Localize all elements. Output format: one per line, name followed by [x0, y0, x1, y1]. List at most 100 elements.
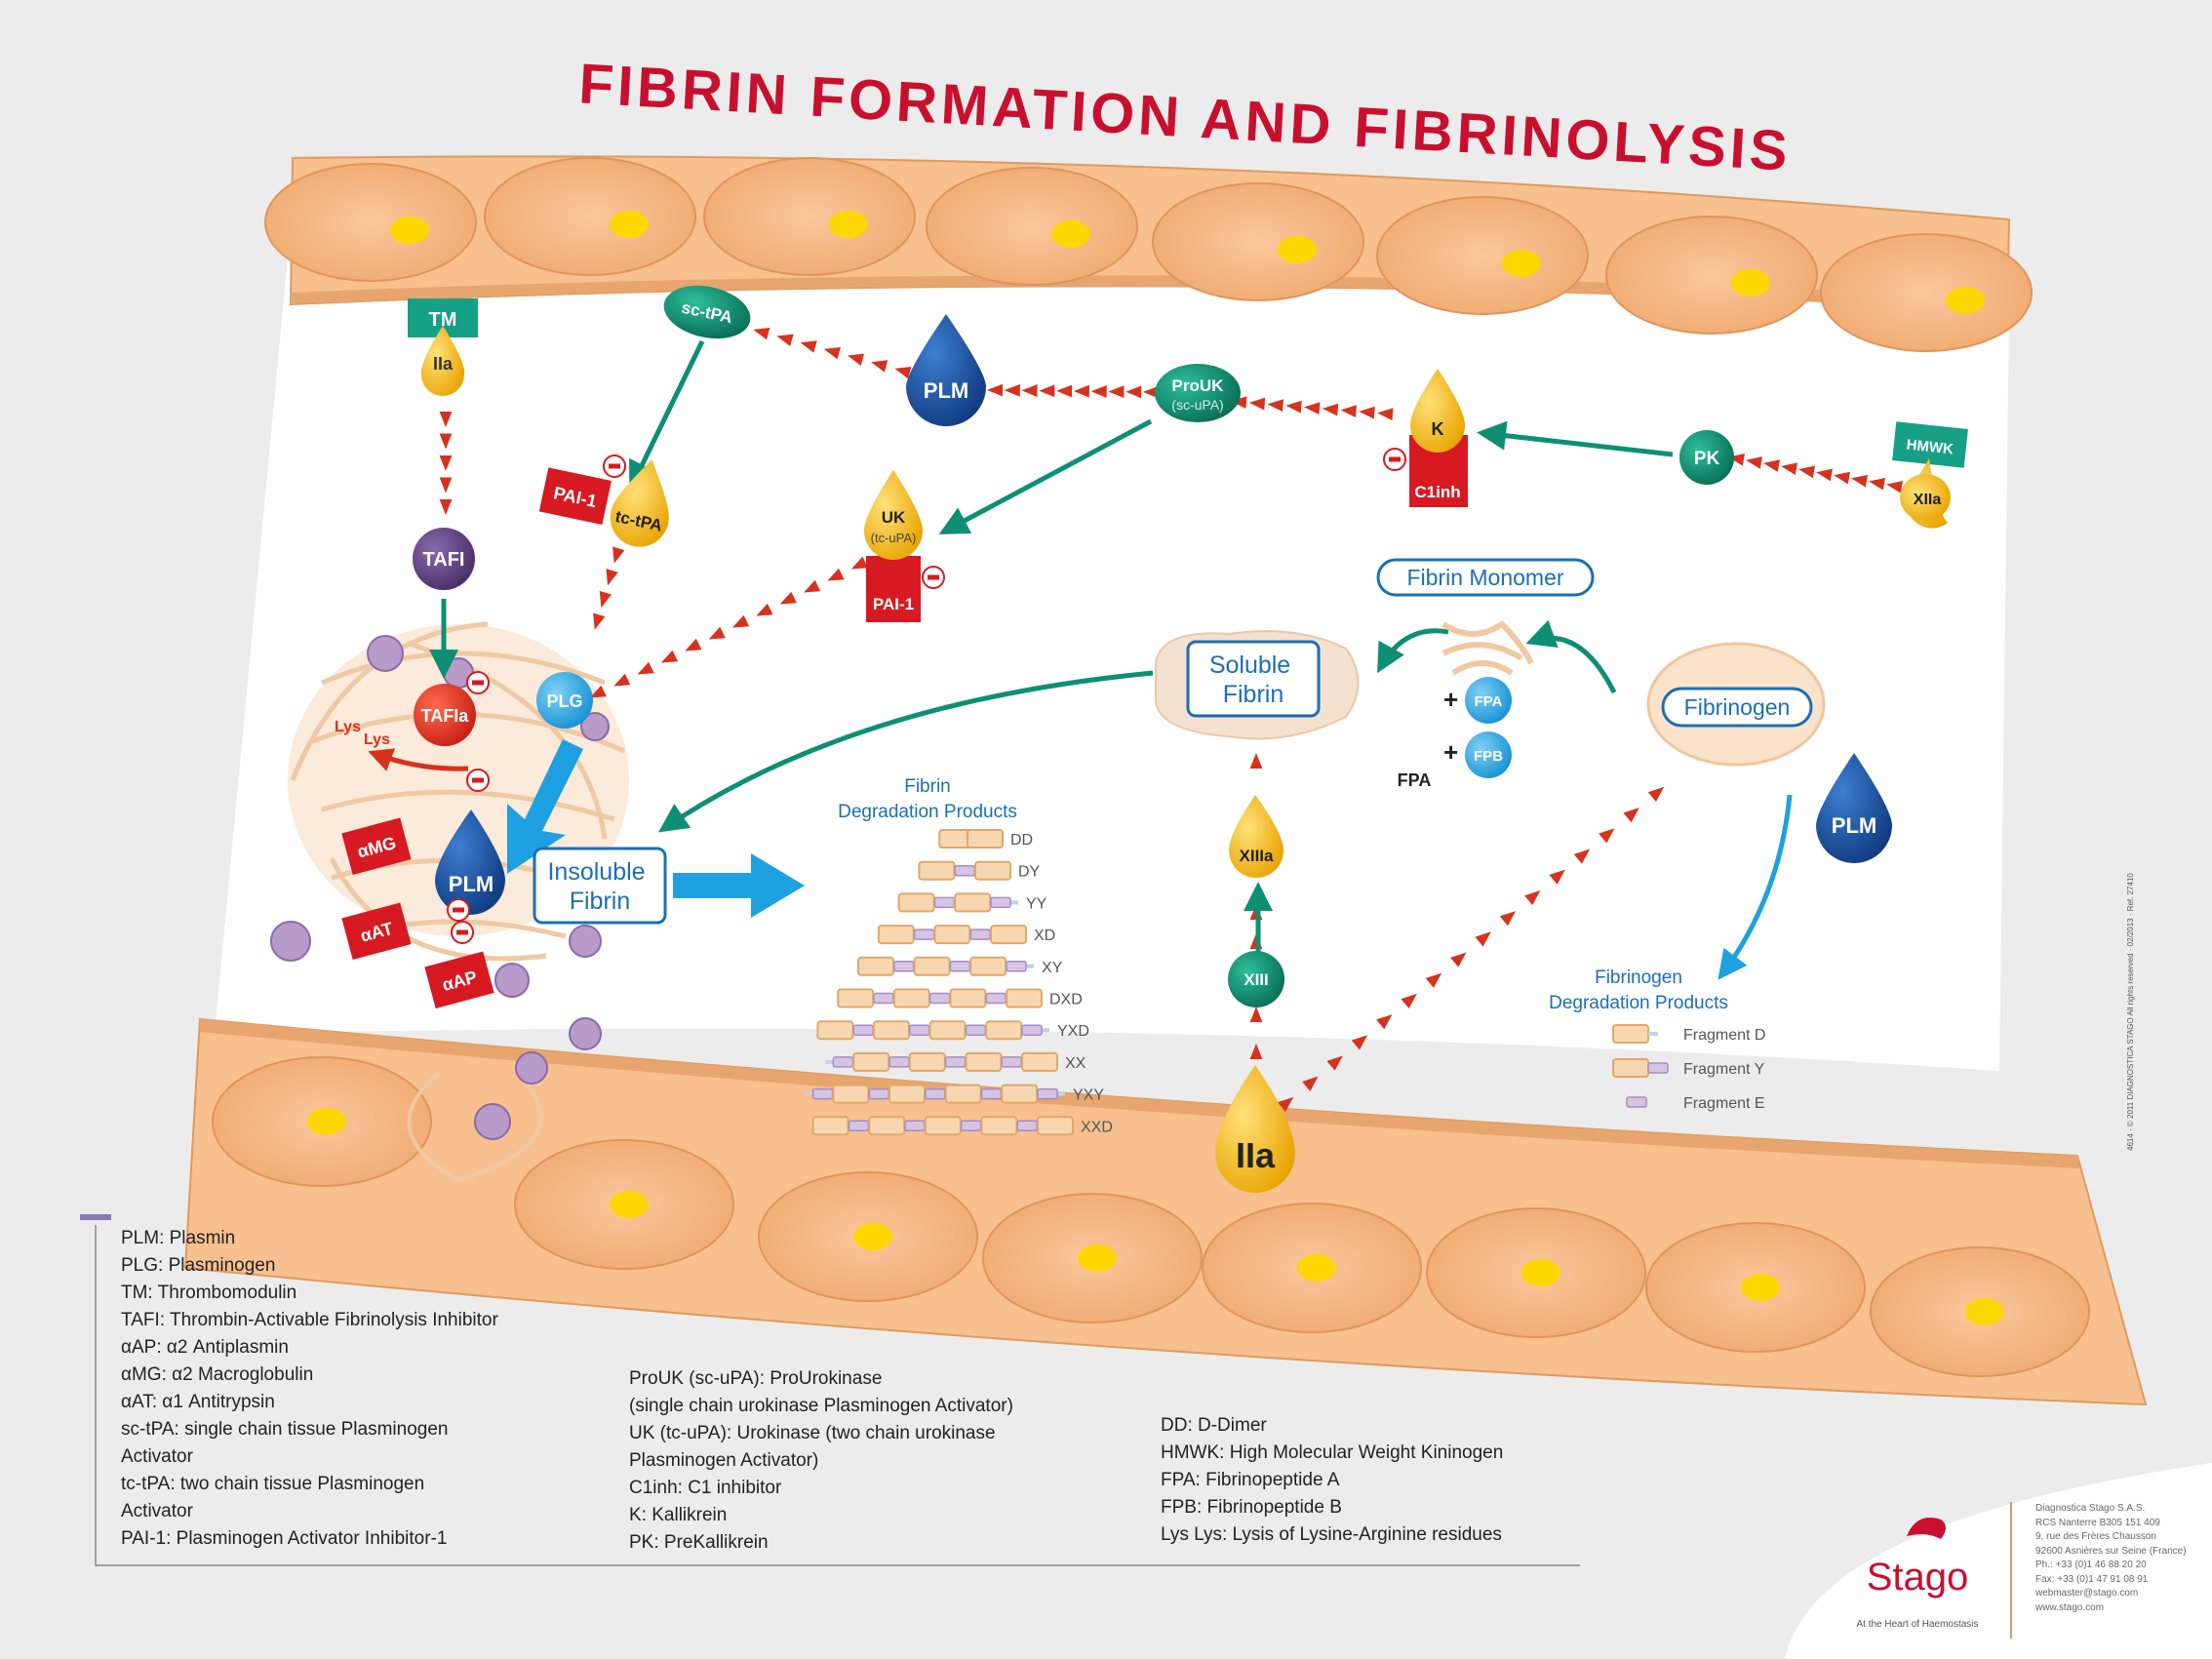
fibrinogen-box[interactable]: [1661, 687, 1813, 728]
footer-curve: [1785, 1463, 2212, 1659]
activation-arrowhead: [439, 412, 453, 427]
prouk-node[interactable]: [1155, 364, 1241, 422]
uk-drop[interactable]: [864, 470, 923, 560]
activation-arrowhead: [439, 455, 453, 471]
fibrin-monomer-box[interactable]: [1376, 558, 1595, 597]
tc-tpa-drop[interactable]: [605, 454, 681, 552]
fdp-label: YY: [1026, 895, 1047, 912]
sc-tpa-node[interactable]: [659, 278, 756, 346]
fdp-row: YY: [897, 892, 1047, 913]
activation-arrowhead: [823, 346, 841, 360]
soluble-fibrin-box[interactable]: [1186, 640, 1321, 718]
nucleus: [1731, 269, 1770, 296]
xiiia-drop[interactable]: [1229, 795, 1284, 878]
activation-arrowhead: [1425, 972, 1442, 988]
endothelial-cell: [758, 1171, 978, 1302]
nucleus: [1278, 236, 1317, 263]
aat-box[interactable]: [341, 902, 412, 961]
pai1-left-box[interactable]: [538, 467, 612, 526]
activation-arrowhead: [439, 499, 453, 515]
iia-top-label: IIa: [433, 354, 454, 374]
fdp-row: YXY: [805, 1084, 1104, 1104]
pk-node[interactable]: [1679, 430, 1734, 485]
hmwk-box[interactable]: [1892, 421, 1968, 468]
fdp-label: DY: [1018, 864, 1041, 881]
activation-arrows: [439, 327, 1903, 1113]
vessel-wall-bottom-shading: [200, 1019, 2079, 1168]
iia-bottom-drop[interactable]: [1215, 1065, 1295, 1193]
legend-entry: C1inh: C1 inhibitor: [629, 1478, 782, 1498]
activation-arrowhead: [827, 568, 845, 581]
fpa-node[interactable]: [1465, 677, 1512, 724]
activation-arrowhead: [589, 685, 608, 698]
company-info-line: 92600 Asnières sur Seine (France): [2035, 1545, 2187, 1557]
endothelial-cell: [212, 1056, 432, 1187]
activation-arrowhead: [1573, 849, 1591, 864]
activation-arrowhead: [1231, 396, 1247, 410]
endothelial-cell: [1605, 216, 1818, 335]
legend-entry: FPB: Fibrinopeptide B: [1161, 1497, 1342, 1518]
endothelial-cell: [982, 1193, 1203, 1323]
fgdp-row: Fragment D: [1612, 1024, 1765, 1044]
activation-arrowhead: [1302, 1076, 1319, 1091]
activation-arrowhead: [987, 383, 1004, 397]
bottom-endothelial-cells: [212, 1056, 2090, 1377]
company-info-line: www.stago.com: [2035, 1601, 2105, 1613]
insoluble-fibrin-line-1: Insoluble: [547, 858, 645, 886]
activation-arrowhead: [753, 327, 770, 340]
activation-arrowhead: [1056, 384, 1073, 398]
legend-entry: HMWK: High Molecular Weight Kininogen: [1161, 1442, 1504, 1463]
plg-node[interactable]: [536, 672, 593, 729]
activation-arrowhead: [804, 579, 821, 593]
plus-fpa: +: [1443, 685, 1458, 714]
activation-arrowhead: [613, 673, 631, 687]
activation-arrowhead: [1376, 1014, 1393, 1030]
fdp-row: XX: [825, 1051, 1086, 1072]
plm-clot-drop[interactable]: [435, 810, 505, 915]
plm-right-drop[interactable]: [1816, 753, 1892, 863]
insoluble-fibrin-label: Insoluble Fibrin: [547, 858, 652, 915]
nucleus: [1297, 1254, 1336, 1282]
fdp-row: DXD: [837, 988, 1083, 1008]
activation-arrowhead: [894, 366, 912, 379]
plm-top-drop[interactable]: [906, 314, 986, 426]
fdp-row: XXD: [811, 1116, 1113, 1136]
inhibition-badges: [447, 448, 1406, 944]
legend-entry: TAFI: Thrombin-Activable Fibrinolysis In…: [121, 1310, 498, 1330]
activation-arrowhead: [1326, 1055, 1343, 1071]
fgdp-label: Fragment Y: [1683, 1061, 1765, 1078]
iia-top-drop[interactable]: [420, 326, 465, 396]
fgdp-row: Fragment Y: [1612, 1058, 1765, 1078]
insoluble-fibrin-box[interactable]: [533, 847, 667, 925]
legend-entry: DD: D-Dimer: [1161, 1415, 1267, 1436]
soluble-fibrin-line-2: Fibrin: [1223, 681, 1284, 708]
activation-arrowhead: [612, 546, 625, 564]
activation-arrowhead: [1267, 399, 1284, 413]
xiii-node[interactable]: [1228, 951, 1284, 1007]
company-info-line: 9, rue des Frères Chausson: [2035, 1531, 2156, 1542]
tafi-node[interactable]: [413, 528, 475, 590]
endothelial-cell: [1426, 1207, 1646, 1338]
fgdp-title-2: Degradation Products: [1549, 993, 1728, 1013]
insoluble-fibrin-line-2: Fibrin: [570, 888, 631, 915]
aap-box[interactable]: [424, 951, 494, 1009]
plg-label: PLG: [546, 691, 582, 711]
fpb-node[interactable]: [1465, 731, 1512, 778]
pai1-mid-box[interactable]: [866, 556, 921, 622]
prouk-sub-label: (sc-uPA): [1171, 397, 1223, 413]
activation-arrowhead: [871, 360, 889, 373]
k-drop[interactable]: [1410, 369, 1465, 453]
activation-arrowhead: [1039, 384, 1055, 398]
endothelial-cell: [1820, 233, 2033, 352]
activation-arrowhead: [1277, 1096, 1294, 1113]
amg-box[interactable]: [341, 817, 412, 876]
legend-entry: TM: Thrombomodulin: [121, 1283, 297, 1303]
stago-logo: Stago At the Heart of Haemostasis: [1856, 1518, 1979, 1630]
hmwk-label: HMWK: [1906, 437, 1955, 458]
activation-arrowhead: [1475, 931, 1491, 947]
activation-arrowhead: [1851, 474, 1868, 488]
fdp-row: XY: [857, 956, 1063, 976]
uk-sub-label: (tc-uPA): [871, 531, 917, 545]
tafia-node[interactable]: [414, 684, 476, 746]
activation-arrowhead: [606, 569, 618, 586]
